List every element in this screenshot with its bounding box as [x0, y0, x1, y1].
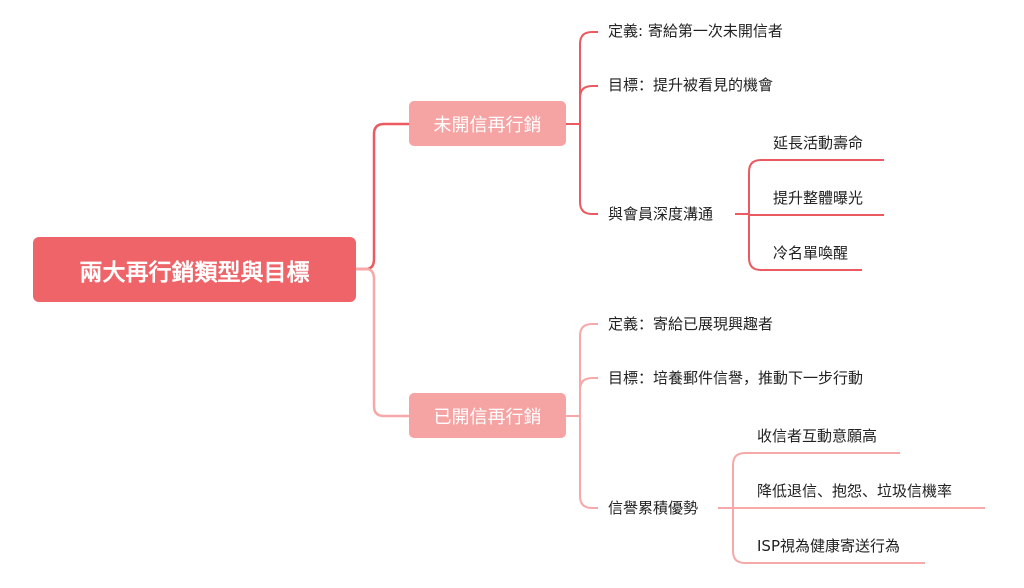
leaf-goal[interactable]: 目標：提升被看見的機會 — [608, 76, 774, 94]
connector-root-top — [356, 122, 409, 271]
connector-top-def — [579, 31, 598, 124]
subleaf[interactable]: 收信者互動意願高 — [757, 427, 878, 445]
branch-opened[interactable]: 已開信再行銷 — [409, 393, 566, 438]
connector-bottom-goal — [579, 377, 598, 391]
connector-bottom-def — [579, 323, 598, 509]
subleaf[interactable]: 冷名單喚醒 — [773, 244, 849, 262]
leaf-goal[interactable]: 目標：培養郵件信譽，推動下一步行動 — [608, 369, 864, 387]
subleaf[interactable]: ISP視為健康寄送行為 — [757, 537, 900, 555]
subleaf[interactable]: 提升整體曝光 — [773, 189, 864, 207]
branch-unopened[interactable]: 未開信再行銷 — [409, 101, 566, 146]
leaf-reputation[interactable]: 信譽累積優勢 — [608, 499, 699, 517]
root-node[interactable]: 兩大再行銷類型與目標 — [33, 237, 356, 302]
connector-top-deep — [579, 124, 598, 215]
subleaf[interactable]: 延長活動壽命 — [773, 134, 864, 152]
root-label: 兩大再行銷類型與目標 — [79, 259, 310, 286]
branch-label: 已開信再行銷 — [433, 406, 542, 428]
connector-root-bottom — [356, 267, 409, 418]
leaf-deep-communication[interactable]: 與會員深度溝通 — [608, 205, 714, 223]
branch-label: 未開信再行銷 — [433, 114, 542, 136]
leaf-definition[interactable]: 定義：寄給已展現興趣者 — [608, 315, 774, 333]
subleaf[interactable]: 降低退信、抱怨、垃圾信機率 — [757, 482, 953, 500]
leaf-definition[interactable]: 定義: 寄給第一次未開信者 — [608, 22, 783, 40]
connector-top-goal — [579, 85, 598, 99]
